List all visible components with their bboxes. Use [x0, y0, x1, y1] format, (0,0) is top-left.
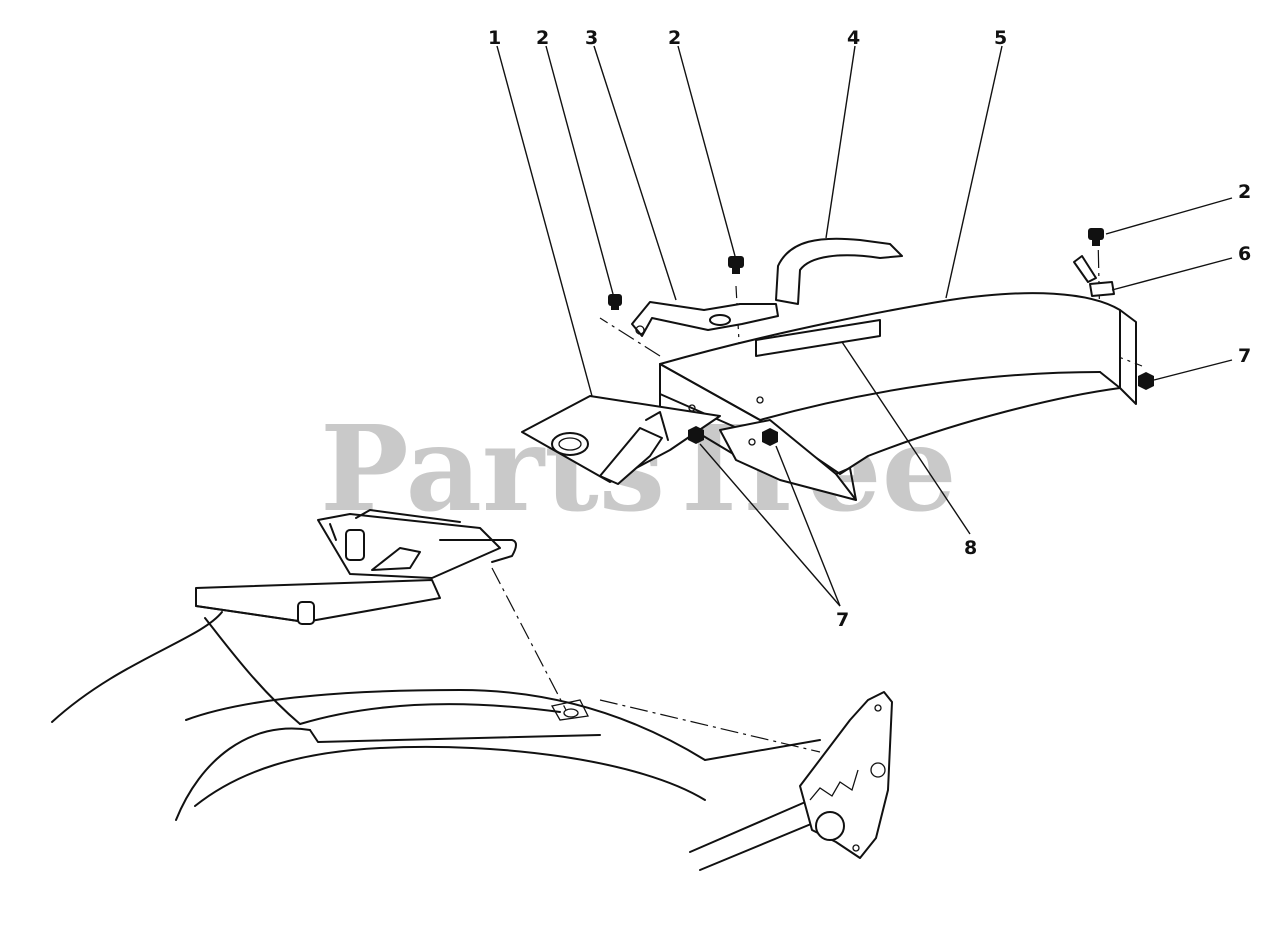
- callout-6: 6: [1238, 243, 1251, 265]
- leader-lines: [496, 45, 1233, 607]
- callout-2-center: 2: [668, 27, 681, 49]
- hinge-bracket: [631, 301, 779, 337]
- chute-handle: [775, 237, 903, 305]
- callout-7-bottom: 7: [836, 609, 849, 631]
- discharge-chute: [659, 292, 1137, 501]
- callout-2-left: 2: [536, 27, 549, 49]
- callout-1: 1: [488, 27, 501, 49]
- bolt-center: [728, 256, 744, 274]
- nut-lower-left: [688, 426, 704, 444]
- callout-8: 8: [964, 537, 977, 559]
- callout-5: 5: [994, 27, 1007, 49]
- nut-lower-right: [762, 428, 778, 446]
- mower-housing: [51, 611, 841, 871]
- bolts: [608, 228, 1104, 310]
- mounting-plate: [799, 691, 893, 859]
- callout-2-right: 2: [1238, 181, 1251, 203]
- callout-7-right: 7: [1238, 345, 1251, 367]
- callout-3: 3: [585, 27, 598, 49]
- spring-clip: [1073, 255, 1115, 297]
- callouts: 1 2 3 2 4 5 2 6 7 8 7: [488, 27, 1251, 631]
- bolt-left: [608, 294, 622, 310]
- callout-4: 4: [847, 27, 860, 49]
- bag-handle-bracket: [195, 509, 517, 625]
- nuts: [688, 372, 1154, 446]
- nut-right: [1138, 372, 1154, 390]
- bolt-right: [1088, 228, 1104, 246]
